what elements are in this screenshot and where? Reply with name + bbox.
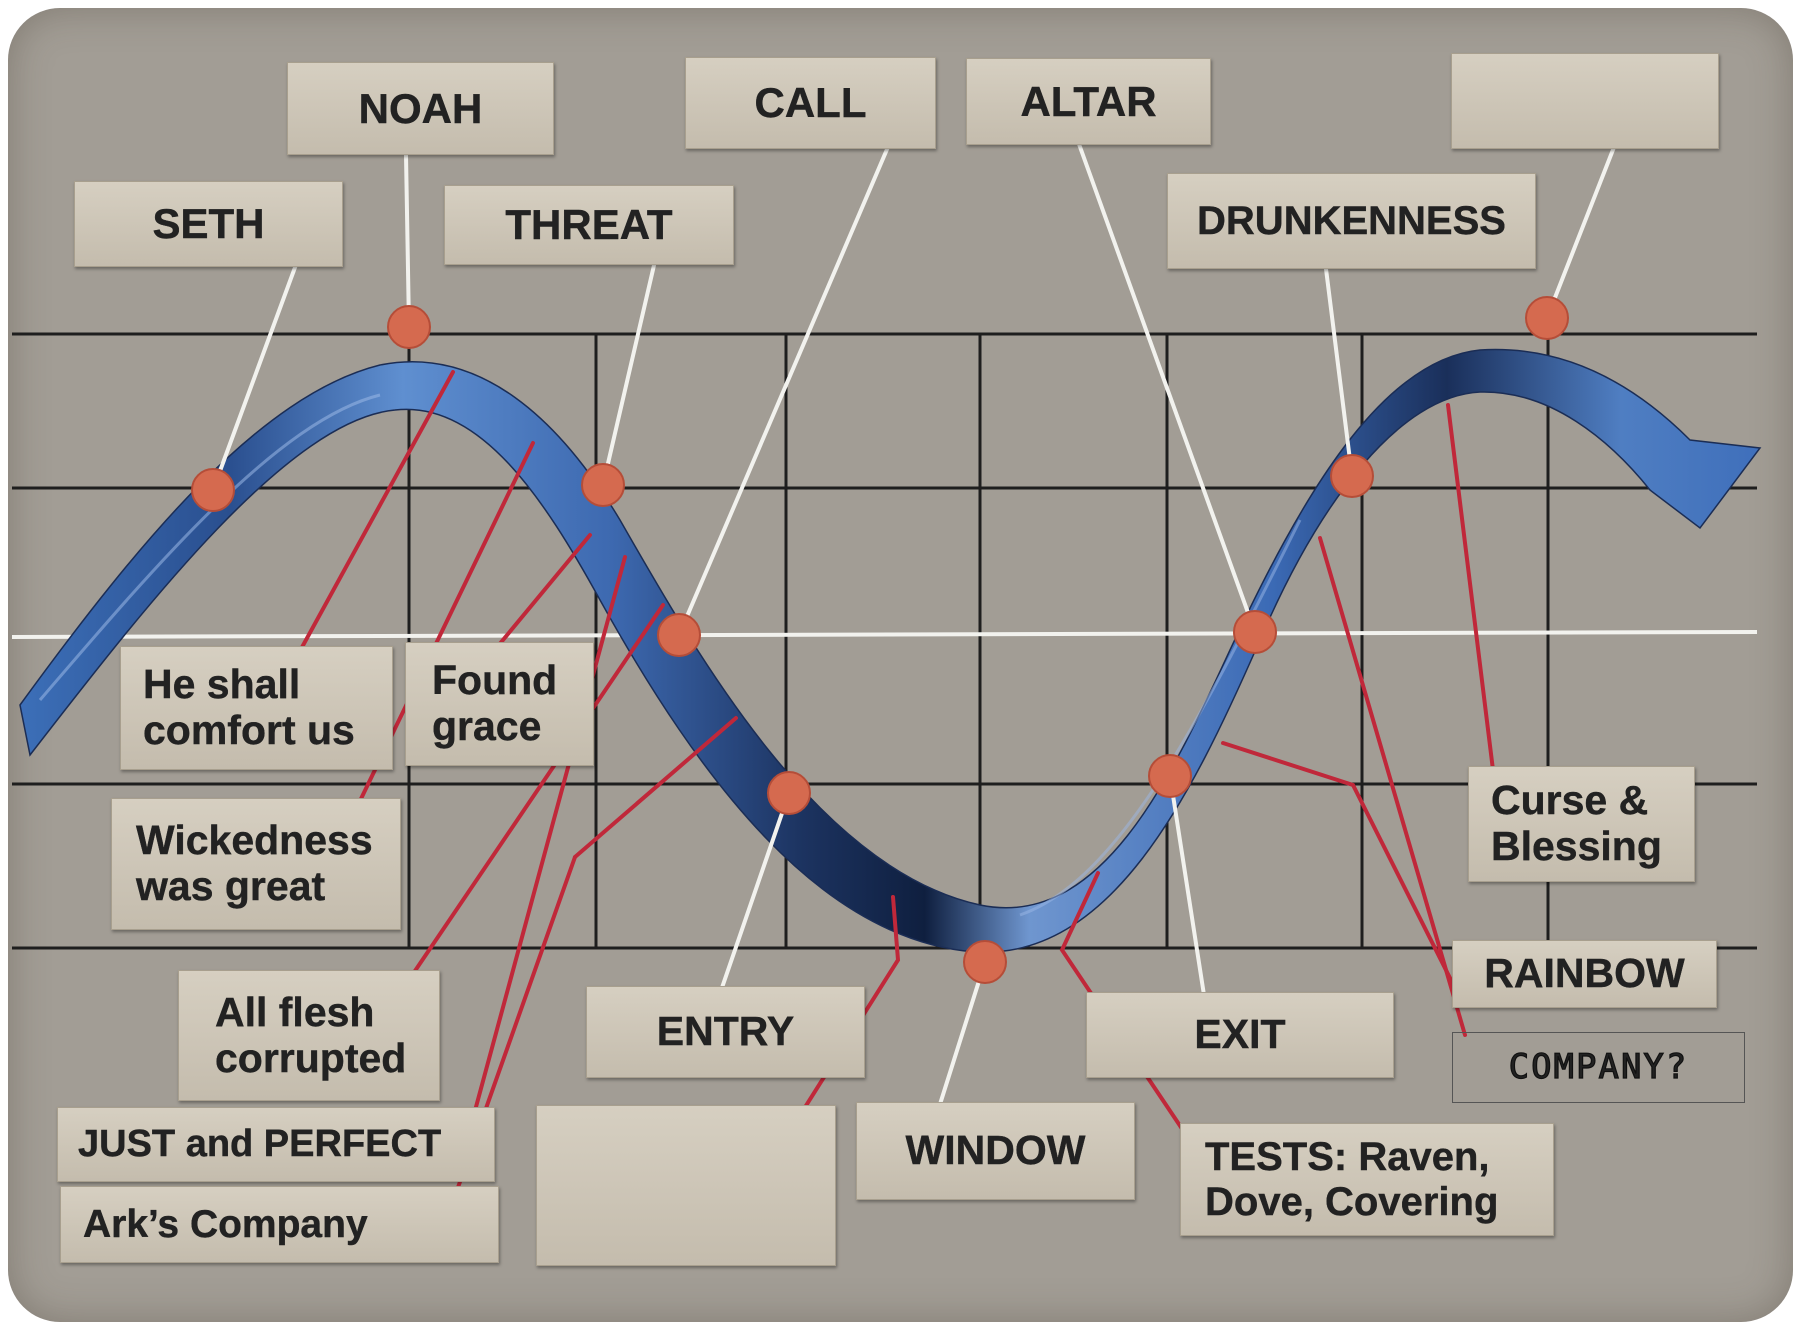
label-tests-raven-dove-covering: TESTS: Raven, Dove, Covering	[1180, 1123, 1554, 1236]
dot-exit	[1149, 755, 1191, 797]
label-drunkenness: DRUNKENNESS	[1167, 173, 1536, 269]
dot-seth	[192, 469, 234, 511]
wave-highlight-2	[1020, 520, 1300, 915]
label-wickedness-was-great: Wickedness was great	[111, 798, 401, 930]
label-blank-bottom	[536, 1105, 836, 1266]
dot-blank-top	[1526, 297, 1568, 339]
label-he-shall-comfort-us: He shall comfort us	[120, 646, 393, 770]
red-line-curse-blessing	[1448, 405, 1493, 770]
label-arks-company: Ark’s Company	[60, 1186, 499, 1263]
label-curse-and-blessing: Curse & Blessing	[1468, 766, 1695, 882]
white-line-exit	[1170, 776, 1204, 995]
white-line-threat	[603, 248, 658, 485]
dot-noah	[388, 306, 430, 348]
dot-threat	[582, 464, 624, 506]
dot-drunkenness	[1331, 455, 1373, 497]
label-company-question: COMPANY?	[1452, 1032, 1745, 1103]
label-altar: ALTAR	[966, 58, 1211, 145]
dot-entry	[768, 772, 810, 814]
label-blank-top	[1451, 53, 1719, 149]
label-exit: EXIT	[1086, 992, 1394, 1078]
dot-altar	[1234, 611, 1276, 653]
white-line-entry	[715, 793, 789, 1008]
white-line-window	[935, 962, 985, 1120]
dot-call	[658, 614, 700, 656]
axis-line	[12, 632, 1757, 637]
label-noah: NOAH	[287, 62, 554, 155]
red-line-company	[1320, 538, 1465, 1035]
dot-window	[964, 941, 1006, 983]
white-line-blank-top	[1547, 137, 1618, 318]
label-seth: SETH	[74, 181, 343, 267]
label-entry: ENTRY	[586, 986, 865, 1078]
red-line-arks-company-a	[575, 718, 736, 857]
white-line-noah	[406, 155, 409, 327]
label-threat: THREAT	[444, 185, 734, 265]
label-rainbow: RAINBOW	[1452, 940, 1717, 1008]
label-found-grace: Found grace	[405, 642, 594, 766]
label-window: WINDOW	[856, 1102, 1135, 1200]
label-call: CALL	[685, 57, 936, 149]
label-just-and-perfect: JUST and PERFECT	[57, 1107, 495, 1182]
red-line-rainbow	[1223, 743, 1455, 988]
label-all-flesh-corrupted: All flesh corrupted	[178, 970, 440, 1101]
white-line-drunkenness	[1323, 245, 1352, 476]
